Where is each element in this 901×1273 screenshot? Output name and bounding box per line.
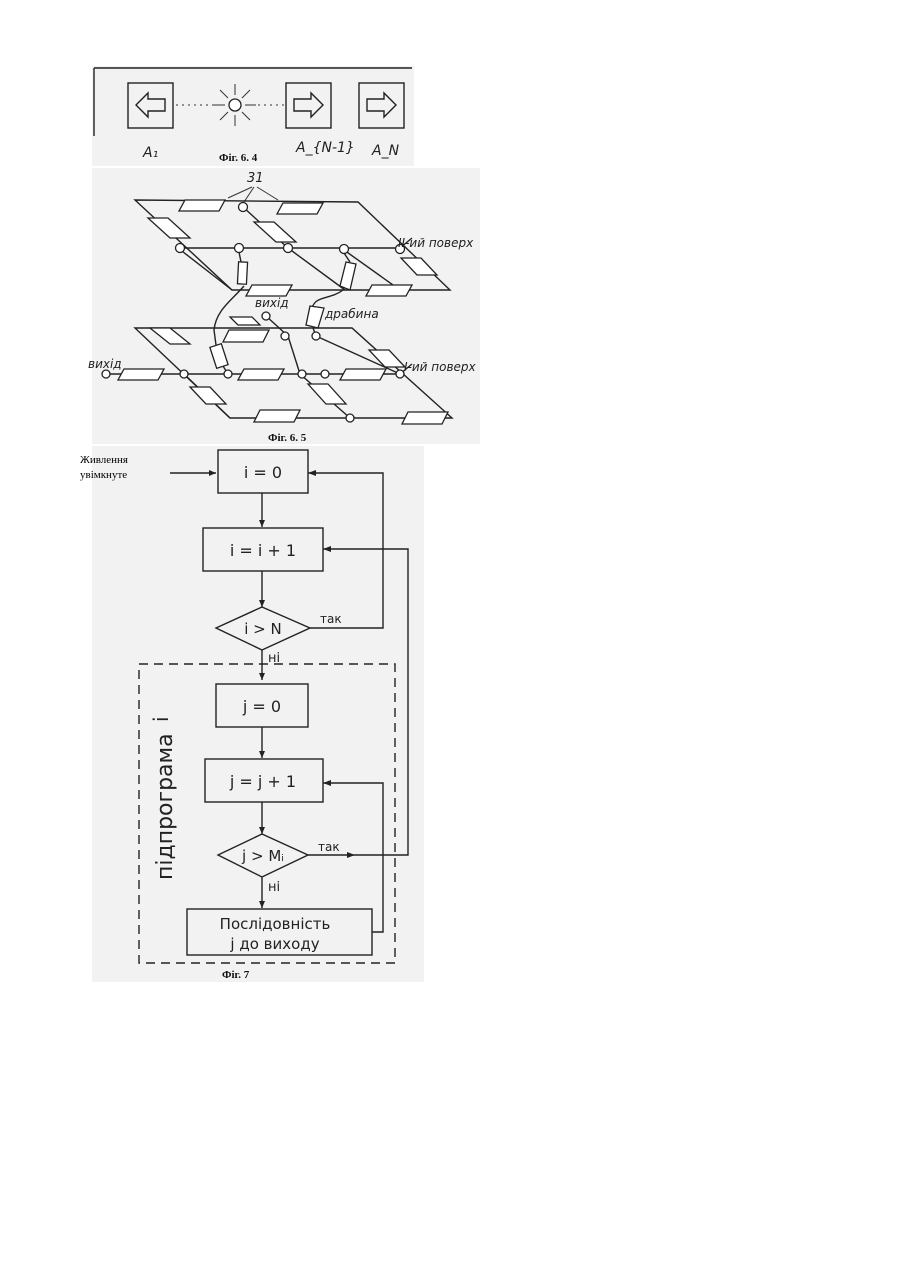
label-power-on-line2: увімкнуте	[80, 469, 127, 481]
floor-node	[340, 245, 349, 254]
caption-fig-7: Фіг. 7	[222, 969, 250, 981]
floor-node	[396, 370, 404, 378]
floor-pad	[246, 285, 292, 296]
box-sequence-line2: j до виходу	[229, 935, 319, 953]
subprogram-label: підпрограма	[153, 733, 178, 880]
floor-pad	[254, 410, 300, 422]
floor-node	[180, 370, 188, 378]
floor-pad	[118, 369, 164, 380]
fig-7-flowchart: Живлення увімкнуте i = 0 i = i + 1 i > N…	[80, 446, 424, 982]
floor-node	[262, 312, 270, 320]
label-exit-top: вихід	[255, 296, 289, 310]
floor-pad	[223, 330, 269, 342]
floor-pad	[402, 412, 448, 424]
fig-6-4: A₁ Фіг. 6. 4 A_{N-1} A_N	[92, 66, 414, 166]
subprogram-var: i	[149, 716, 173, 722]
caption-fig-6-4: Фіг. 6. 4	[219, 152, 258, 164]
box-i-increment-text: i = i + 1	[230, 541, 296, 560]
floor-node	[312, 332, 320, 340]
decision-i-gt-n-text: i > N	[244, 620, 282, 638]
floor-pad	[366, 285, 412, 296]
scan-background	[92, 66, 414, 166]
label-yes-2: так	[318, 840, 340, 854]
label-exit-left: вихід	[88, 357, 122, 371]
box-i-init-text: i = 0	[244, 463, 282, 482]
label-31: 31	[247, 171, 264, 186]
floor-node	[321, 370, 329, 378]
box-j-init-text: j = 0	[242, 697, 281, 716]
label-floor-top: II-ий поверх	[398, 236, 474, 250]
lamp-burst-icon	[214, 84, 256, 126]
label-an: A_N	[371, 143, 400, 159]
floor-pad	[340, 369, 386, 380]
box-j-increment-text: j = j + 1	[229, 772, 296, 791]
floor-node	[235, 244, 244, 253]
floor-node	[102, 370, 110, 378]
stair-block	[237, 262, 247, 284]
floor-node	[239, 203, 248, 212]
label-yes-1: так	[320, 612, 342, 626]
fig-6-5: 31 II-ий по	[88, 168, 480, 444]
floor-node	[176, 244, 185, 253]
floor-node	[298, 370, 306, 378]
floor-pad	[238, 369, 284, 380]
floor-node	[281, 332, 289, 340]
floor-pad	[277, 203, 323, 214]
box-sequence-line1: Послідовність	[220, 915, 331, 933]
floor-node	[224, 370, 232, 378]
floor-node	[284, 244, 293, 253]
caption-fig-6-5: Фіг. 6. 5	[268, 432, 307, 444]
decision-j-gt-mi-text: j > Mᵢ	[241, 847, 284, 865]
floor-pad	[179, 200, 225, 211]
floor-node	[346, 414, 354, 422]
label-ladder: драбина	[324, 307, 379, 321]
label-power-on-line1: Живлення	[80, 454, 128, 466]
label-an1: A_{N-1}	[295, 140, 355, 156]
label-floor-bottom: I-ий поверх	[404, 360, 477, 374]
label-no-2: ні	[268, 880, 280, 895]
label-a1: A₁	[142, 145, 158, 161]
